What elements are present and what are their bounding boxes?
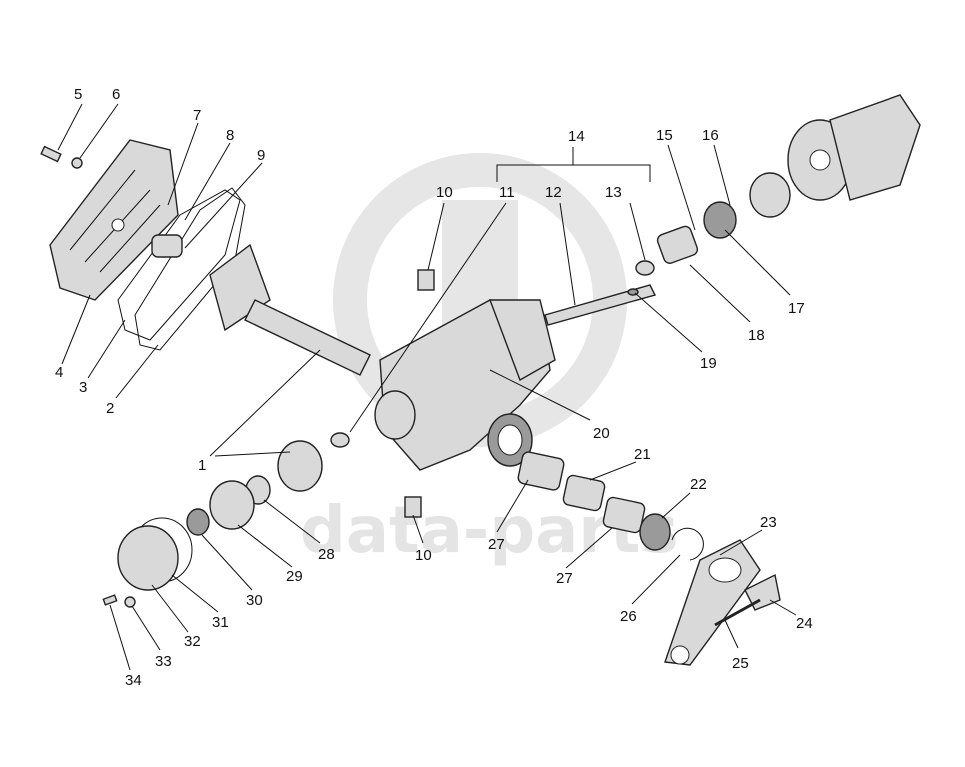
nut (186, 508, 210, 536)
bolt-small (102, 594, 118, 606)
end-cover (117, 525, 179, 591)
label-7: 7 (193, 107, 201, 124)
label-9: 9 (257, 147, 265, 164)
retaining-ring (671, 527, 704, 561)
seal-washer (749, 172, 791, 218)
label-8: 8 (226, 127, 234, 144)
label-14: 14 (568, 128, 585, 145)
label-27-right: 27 (556, 570, 573, 587)
label-4: 4 (55, 364, 63, 381)
label-27-left: 27 (488, 536, 505, 553)
label-29: 29 (286, 568, 303, 585)
bearing-cup-3 (602, 496, 646, 534)
sector-shaft (209, 243, 371, 376)
drain-plug (404, 496, 422, 518)
cotter-pin (714, 598, 761, 627)
part-labels: 5 6 7 8 9 10 11 12 13 14 15 16 17 18 19 … (55, 86, 813, 689)
label-15: 15 (656, 127, 673, 144)
bearing-cup (517, 451, 565, 491)
label-31: 31 (212, 614, 229, 631)
gasket (117, 189, 241, 341)
washer (71, 157, 83, 169)
ball (330, 432, 350, 448)
label-28: 28 (318, 546, 335, 563)
pitman-arm (664, 539, 781, 666)
spring (635, 260, 655, 276)
label-26: 26 (620, 608, 637, 625)
label-13: 13 (605, 184, 622, 201)
label-10-bottom: 10 (415, 547, 432, 564)
label-25: 25 (732, 655, 749, 672)
label-24: 24 (796, 615, 813, 632)
label-19: 19 (700, 355, 717, 372)
label-2: 2 (106, 400, 114, 417)
label-32: 32 (184, 633, 201, 650)
bolt (40, 145, 62, 163)
label-22: 22 (690, 476, 707, 493)
coupling (787, 94, 921, 201)
bearing (209, 480, 255, 530)
label-23: 23 (760, 514, 777, 531)
leader-lines (57, 103, 797, 671)
label-3: 3 (79, 379, 87, 396)
label-33: 33 (155, 653, 172, 670)
label-21: 21 (634, 446, 651, 463)
bracket-14 (496, 147, 651, 182)
steering-gear-housing (374, 299, 556, 471)
adjusting-plug (151, 234, 183, 258)
label-16: 16 (702, 127, 719, 144)
label-34: 34 (125, 672, 142, 689)
label-12: 12 (545, 184, 562, 201)
roller (277, 440, 323, 492)
filler-plug (417, 269, 435, 291)
bushing (656, 225, 699, 264)
label-10-top: 10 (436, 184, 453, 201)
worm-shaft (544, 284, 657, 326)
label-6: 6 (112, 86, 120, 103)
gasket-outer (134, 187, 246, 351)
washer-small (124, 596, 136, 608)
oil-seal (639, 513, 671, 551)
label-17: 17 (788, 300, 805, 317)
cover-plate (49, 139, 179, 301)
label-18: 18 (748, 327, 765, 344)
label-20: 20 (593, 425, 610, 442)
label-5: 5 (74, 86, 82, 103)
label-30: 30 (246, 592, 263, 609)
seal-ring (703, 201, 737, 239)
bearing-cup-2 (562, 474, 606, 512)
label-1: 1 (198, 457, 206, 474)
label-11: 11 (499, 184, 515, 201)
